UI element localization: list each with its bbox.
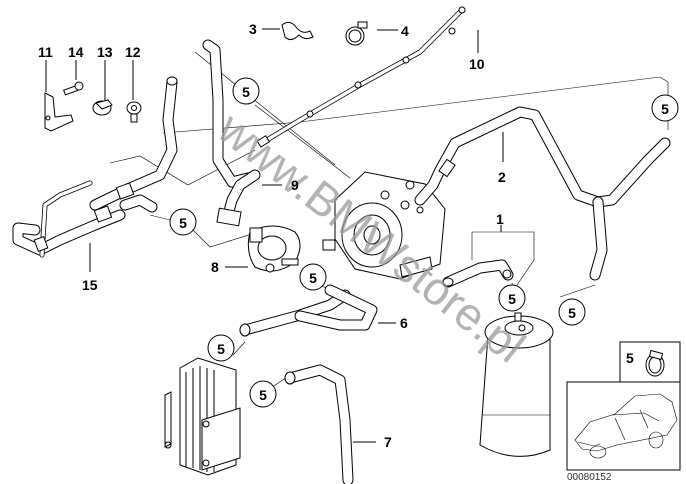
car-silhouette-icon <box>574 393 678 459</box>
label-13: 13 <box>97 44 113 60</box>
part-11-bracket <box>44 60 74 132</box>
part-9-hose <box>202 39 282 227</box>
callout-5-group: 5 5 5 5 5 5 5 5 <box>169 77 679 408</box>
svg-text:5: 5 <box>508 291 516 307</box>
fuel-cooler <box>164 357 241 476</box>
part-labels: 11 14 13 12 3 4 10 2 9 1 15 8 6 7 <box>38 21 506 450</box>
callout-5: 5 <box>558 298 586 326</box>
inset-part-number: 5 <box>626 350 634 366</box>
label-2: 2 <box>498 169 506 185</box>
svg-text:5: 5 <box>309 270 317 286</box>
label-12: 12 <box>125 44 141 60</box>
part-3-clip <box>262 21 314 41</box>
label-3: 3 <box>249 21 257 37</box>
label-4: 4 <box>401 23 409 39</box>
label-10: 10 <box>469 56 485 72</box>
fuel-filter <box>479 312 554 457</box>
svg-text:5: 5 <box>217 341 225 357</box>
part-7-hose <box>284 364 376 484</box>
part-4-clamp <box>345 21 398 46</box>
callout-5: 5 <box>498 284 526 312</box>
label-1: 1 <box>496 211 504 227</box>
callout-5: 5 <box>169 208 197 236</box>
callout-5: 5 <box>299 263 327 291</box>
part-14-bolt <box>63 60 84 96</box>
svg-text:5: 5 <box>661 101 669 117</box>
label-11: 11 <box>38 44 53 60</box>
label-15: 15 <box>82 277 98 293</box>
part-8-valve <box>225 225 301 273</box>
part-1-hose <box>442 225 535 288</box>
label-8: 8 <box>211 259 219 275</box>
part-10-return-line <box>256 6 479 148</box>
part-2-supply-line <box>414 106 671 281</box>
label-9: 9 <box>291 177 299 193</box>
label-14: 14 <box>68 44 84 60</box>
part-6-hose <box>239 284 396 337</box>
inset-panel: 5 00080152 <box>566 341 681 483</box>
svg-text:5: 5 <box>179 215 187 231</box>
reference-number: 00080152 <box>567 472 612 483</box>
part-13-clip <box>92 60 113 116</box>
part-15-feed-line <box>12 76 178 272</box>
callout-5: 5 <box>651 94 679 122</box>
callout-5: 5 <box>207 334 235 362</box>
svg-text:5: 5 <box>242 84 250 100</box>
svg-text:5: 5 <box>568 305 576 321</box>
part-12-clip <box>126 60 142 123</box>
label-6: 6 <box>400 315 408 331</box>
hose-clamp-icon <box>645 349 665 377</box>
svg-text:5: 5 <box>259 387 267 403</box>
callout-5: 5 <box>232 77 260 105</box>
label-7: 7 <box>384 434 392 450</box>
callout-5: 5 <box>249 380 277 408</box>
